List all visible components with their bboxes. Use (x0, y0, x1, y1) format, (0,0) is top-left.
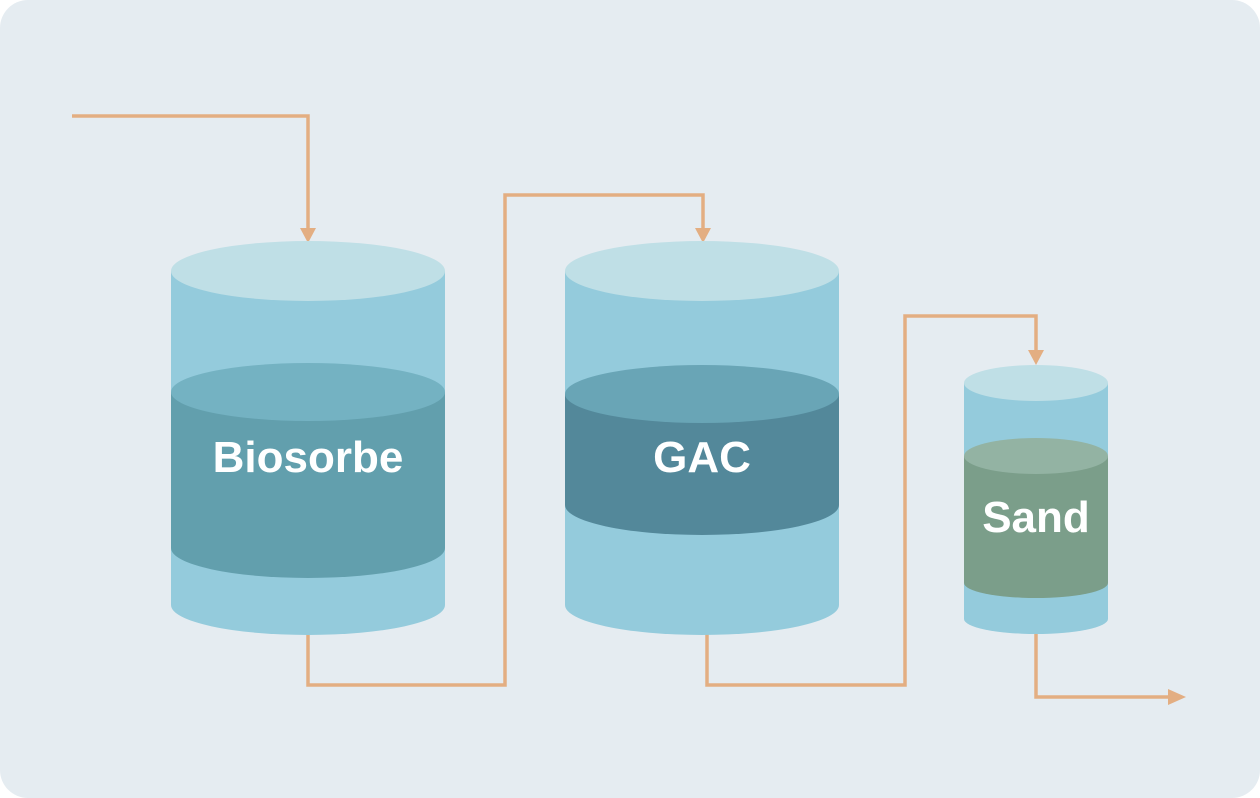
tank-biosorbe-media (171, 392, 445, 578)
tank-gac-label: GAC (653, 433, 751, 482)
tank-gac: GAC (565, 241, 839, 635)
pipe-gac-to-sand (705, 314, 1038, 687)
tank-gac-media (565, 394, 839, 535)
tank-gac-media-top (565, 365, 839, 423)
arrow-outlet-icon (1168, 689, 1186, 705)
tank-biosorbe-label: Biosorbe (213, 433, 404, 482)
arrow-into-sand-icon (1028, 350, 1044, 365)
inlet-pipe (72, 114, 310, 232)
pipes (72, 114, 1170, 699)
outlet-pipe (1034, 634, 1170, 699)
arrowheads (300, 228, 1186, 705)
tank-sand-media (964, 456, 1108, 598)
pipe-biosorbe-to-gac (306, 193, 705, 687)
tank-gac-top (565, 241, 839, 301)
tank-biosorbe-top (171, 241, 445, 301)
tank-sand-media-top (964, 438, 1108, 474)
arrow-into-gac-icon (695, 228, 711, 243)
tank-biosorbe-media-top (171, 363, 445, 421)
tank-biosorbe: Biosorbe (171, 241, 445, 635)
arrow-into-biosorbe-icon (300, 228, 316, 243)
tank-sand-label: Sand (982, 493, 1090, 542)
tank-sand-top (964, 365, 1108, 401)
tank-sand: Sand (964, 365, 1108, 634)
